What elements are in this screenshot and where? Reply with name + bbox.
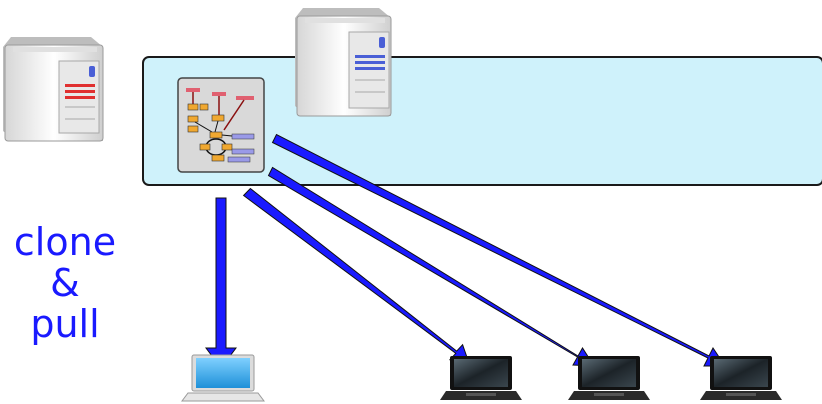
clone-pull-caption: clone & pull (0, 222, 130, 345)
caption-line-ampersand: & (50, 261, 80, 305)
caption-line-pull: pull (30, 302, 100, 346)
laptop-icon (700, 356, 782, 400)
laptop-icon (568, 356, 650, 400)
arrow-to-laptop-2 (242, 187, 471, 367)
left-server-icon (3, 37, 104, 142)
arrow-to-laptop-1 (205, 197, 237, 369)
hub-server-icon (295, 8, 392, 117)
clone-arrows (205, 133, 726, 369)
laptop-icon (181, 354, 265, 402)
commit-graph-icon (177, 77, 265, 173)
arrow-to-laptop-3 (267, 166, 595, 367)
caption-line-clone: clone (13, 220, 117, 264)
laptop-icon (440, 356, 522, 400)
